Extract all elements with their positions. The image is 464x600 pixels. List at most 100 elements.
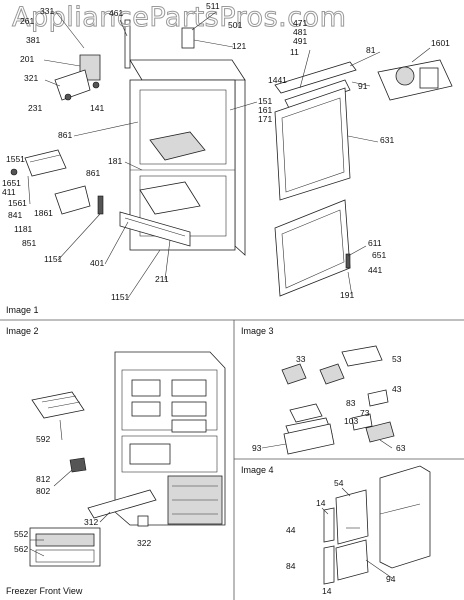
part-label: 161 xyxy=(258,105,272,115)
trim-cover xyxy=(284,79,351,111)
drawer-frame xyxy=(139,181,201,215)
part-label: 1151 xyxy=(111,292,130,302)
watermark: AppliancePartsPros.com xyxy=(12,2,346,33)
bin-handle xyxy=(367,389,389,407)
part-label: 94 xyxy=(386,574,396,584)
fan-motor xyxy=(419,67,439,89)
cabinet-inner-upper xyxy=(139,89,227,165)
part-label: 331 xyxy=(40,6,54,16)
top-trim xyxy=(274,61,357,94)
part-label: 73 xyxy=(360,408,370,418)
door-bin xyxy=(131,379,161,397)
part-label: 631 xyxy=(380,135,394,145)
part-label: 141 xyxy=(90,103,104,113)
kick-plate xyxy=(87,489,157,519)
egg-holder xyxy=(281,363,307,385)
image1-title: Image 1 xyxy=(6,305,39,315)
freezer-view-title: Freezer Front View xyxy=(6,586,83,596)
part-label: 231 xyxy=(28,103,42,113)
cabinet-top xyxy=(129,59,246,81)
part-label: 53 xyxy=(392,354,402,364)
part-label: 501 xyxy=(228,20,242,30)
part-label: 592 xyxy=(36,434,50,444)
wire-line xyxy=(47,401,81,409)
freezer-basket xyxy=(35,533,95,547)
part-label: 651 xyxy=(372,250,386,260)
base-grille xyxy=(119,211,191,247)
condenser-tray xyxy=(377,59,453,101)
top-hinge xyxy=(181,27,195,49)
part-label: 191 xyxy=(340,290,354,300)
wire-line xyxy=(41,395,77,403)
small-cover xyxy=(351,413,373,431)
fresh-food-door xyxy=(274,87,351,201)
fridge-small xyxy=(379,465,431,569)
part-label: 321 xyxy=(24,73,38,83)
rail xyxy=(97,195,104,215)
storage-bin xyxy=(283,423,335,455)
part-label: 103 xyxy=(344,416,358,426)
image2-part-labels: 592 812 802 312 322 552 562 xyxy=(14,434,151,554)
part-label: 1601 xyxy=(431,38,450,48)
part-label: 201 xyxy=(20,54,34,64)
screw xyxy=(92,81,100,89)
door-hinge xyxy=(345,253,351,269)
screw xyxy=(64,93,72,101)
door-gasket xyxy=(281,97,345,193)
grille-slat xyxy=(124,217,186,237)
part-label: 861 xyxy=(58,130,72,140)
part-label: 562 xyxy=(14,544,28,554)
door-split xyxy=(379,503,421,515)
grille-clip xyxy=(137,515,149,527)
control-housing xyxy=(54,69,91,101)
part-label: 14 xyxy=(322,586,332,596)
part-label: 511 xyxy=(206,1,220,11)
part-label: 43 xyxy=(392,384,402,394)
part-label: 93 xyxy=(252,443,262,453)
door-panel-upper xyxy=(335,489,369,545)
shelf-bracket-left xyxy=(24,149,67,177)
image3-title: Image 3 xyxy=(241,326,274,336)
part-label: 481 xyxy=(293,27,307,37)
part-label: 441 xyxy=(368,265,382,275)
part-label: 461 xyxy=(109,8,123,18)
part-label: 83 xyxy=(346,398,356,408)
image4-drawing xyxy=(323,465,431,585)
part-label: 261 xyxy=(20,16,34,26)
image2-title: Image 2 xyxy=(6,326,39,336)
image1-part-labels: 331 261 381 201 321 231 141 461 511 501 … xyxy=(2,1,450,302)
part-label: 11 xyxy=(290,47,299,57)
part-label: 491 xyxy=(293,36,307,46)
part-label: 381 xyxy=(26,35,40,45)
image4-part-labels: 54 14 44 84 14 94 xyxy=(286,478,396,596)
upper-compartment xyxy=(121,369,218,431)
crisper-cover xyxy=(149,131,206,161)
egg-tray xyxy=(289,403,323,423)
part-label: 401 xyxy=(90,258,104,268)
crisper-support xyxy=(54,185,91,215)
bracket-rib xyxy=(29,154,61,163)
part-label: 91 xyxy=(358,81,368,91)
part-label: 802 xyxy=(36,486,50,496)
utility-bin xyxy=(365,421,395,443)
part-label: 1861 xyxy=(34,208,53,218)
part-label: 84 xyxy=(286,561,296,571)
wire-shelf xyxy=(31,391,85,419)
part-label: 812 xyxy=(36,474,50,484)
part-label: 171 xyxy=(258,114,272,124)
door-bin xyxy=(171,401,207,417)
leader-lines xyxy=(27,11,431,579)
image1-drawing xyxy=(10,19,453,297)
egg-holder xyxy=(319,363,345,385)
handle-panel-upper xyxy=(323,507,335,543)
fastener xyxy=(10,168,18,176)
dairy-bin xyxy=(341,345,383,367)
handle-panel-lower xyxy=(323,545,335,585)
part-label: 851 xyxy=(22,238,36,248)
part-label: 611 xyxy=(368,238,382,248)
part-label: 1151 xyxy=(44,254,63,264)
door-panel-lower xyxy=(335,539,369,581)
image3-drawing xyxy=(281,345,395,455)
mount-bracket xyxy=(69,457,87,473)
middle-compartment xyxy=(121,435,218,473)
